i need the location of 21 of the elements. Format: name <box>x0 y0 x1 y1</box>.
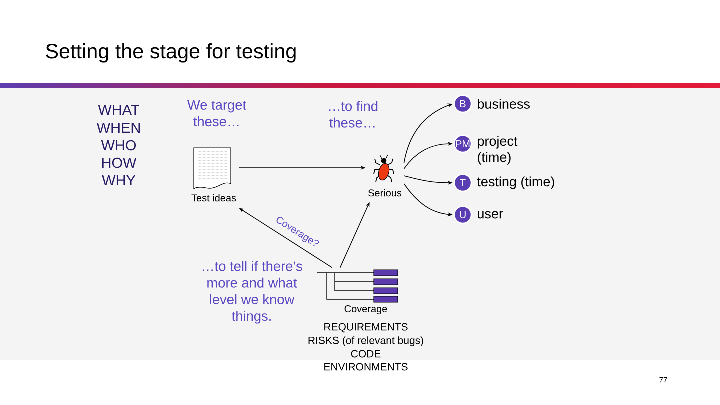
initial-badge: T <box>454 174 472 192</box>
question-word: WHAT <box>98 105 140 115</box>
initial-badge: B <box>454 94 472 114</box>
list-item: RISKS (of relevant bugs) <box>308 336 424 346</box>
node-label: Coverage <box>344 305 388 315</box>
list-item: CODE <box>351 350 381 358</box>
title: Setting the stage for testing <box>46 44 296 63</box>
item-label: project (time) <box>478 136 518 165</box>
question-word: WHY <box>102 176 136 186</box>
initial-badge: PM <box>454 134 472 154</box>
question-word: HOW <box>102 158 137 168</box>
item-label: user <box>478 211 504 219</box>
item-label: business <box>478 99 530 109</box>
node-label: Serious <box>368 189 402 197</box>
note-text: We target these… <box>188 100 246 127</box>
item-label: testing (time) <box>477 176 554 190</box>
node-label: Test ideas <box>192 194 236 202</box>
initial-badge: U <box>454 206 472 224</box>
question-word: WHO <box>101 140 136 151</box>
list-item: REQUIREMENTS <box>324 323 408 333</box>
list-item: ENVIRONMENTS <box>324 363 408 371</box>
